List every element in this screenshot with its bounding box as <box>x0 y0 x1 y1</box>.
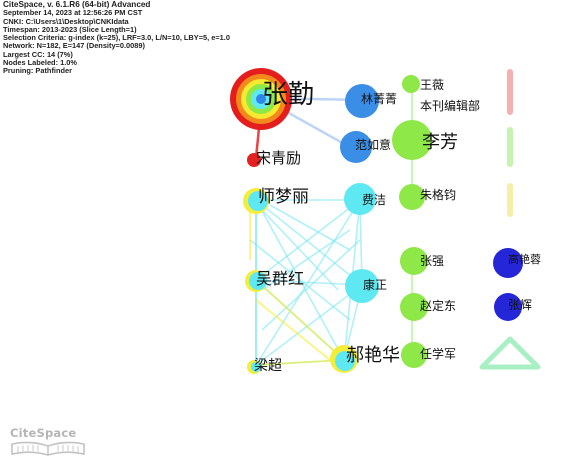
node-wu-qunhong[interactable] <box>245 270 267 292</box>
node-zhang-hui[interactable] <box>494 293 522 321</box>
logo-text: CiteSpace <box>10 426 77 440</box>
label-li-fang: 李芳 <box>422 132 458 153</box>
misc-edges <box>254 69 541 370</box>
run-info-panel: CiteSpace, v. 6.1.R6 (64-bit) Advanced S… <box>3 0 230 76</box>
label-liang-chao: 梁超 <box>254 358 282 374</box>
info-line-timespan: Timespan: 2013-2023 (Slice Length=1) <box>3 24 137 34</box>
node-gao-yanrong[interactable] <box>493 248 523 278</box>
label-wang-wei: 王薇 <box>420 78 444 92</box>
label-kang-zheng: 康正 <box>363 277 387 292</box>
node-shi-mengli[interactable] <box>243 188 269 214</box>
info-line-version: CiteSpace, v. 6.1.R6 (64-bit) Advanced <box>3 0 151 9</box>
logo-book-icon <box>11 441 85 456</box>
label-hao-yanhua: 郝艳华 <box>346 345 400 366</box>
label-wu-qunhong: 吴群红 <box>256 269 304 288</box>
node-li-fang[interactable] <box>392 120 432 160</box>
label-zhang-qiang: 张强 <box>420 254 444 268</box>
yellow-edges <box>249 210 345 366</box>
node-zhang-qiang[interactable] <box>400 247 428 275</box>
info-line-pruning: Pruning: Pathfinder <box>3 66 72 76</box>
node-fei-jie[interactable] <box>344 183 376 215</box>
node-song-qingli[interactable] <box>247 153 261 167</box>
info-line-largest-cc: Largest CC: 14 (7%) <box>3 49 73 59</box>
label-fei-jie: 费洁 <box>362 193 386 207</box>
node-zhu-gejun[interactable] <box>399 184 425 210</box>
label-gao-yanrong: 高艳蓉 <box>508 252 541 266</box>
label-lin-jingjing: 林菁菁 <box>361 92 397 106</box>
node-lin-jingjing[interactable] <box>345 84 379 118</box>
label-ren-xuejun: 任学军 <box>420 346 456 361</box>
node-zhang-qin[interactable] <box>230 68 292 130</box>
label-zhang-hui: 张辉 <box>508 298 532 312</box>
label-shi-mengli: 师梦丽 <box>258 187 309 207</box>
label-zhang-qin: 张勤 <box>262 80 314 110</box>
node-kang-zheng[interactable] <box>345 269 379 303</box>
info-line-criteria: Selection Criteria: g-index (k=25), LRF=… <box>3 33 230 43</box>
info-line-date: September 14, 2023 at 12:56:26 PM CST <box>3 8 143 18</box>
node-hao-yanhua[interactable] <box>330 345 358 373</box>
label-fan-ruyi: 范如意 <box>355 137 391 152</box>
label-benkan: 本刊编辑部 <box>420 98 480 113</box>
info-line-source: CNKI: C:\Users\1\Desktop\CNKIdata <box>3 16 129 26</box>
info-line-network: Network: N=182, E=147 (Density=0.0089) <box>3 41 145 51</box>
label-song-qingli: 宋青励 <box>256 149 301 167</box>
node-liang-chao[interactable] <box>247 360 261 374</box>
node-zhao-dingdong[interactable] <box>400 293 428 321</box>
node-fan-ruyi[interactable] <box>340 131 372 163</box>
node-ren-xuejun[interactable] <box>401 342 427 368</box>
citespace-logo: CiteSpace <box>8 426 98 456</box>
info-line-labeled: Nodes Labeled: 1.0% <box>3 58 77 68</box>
label-zhao-dingdong: 赵定东 <box>420 298 456 313</box>
node-wang-wei[interactable] <box>402 75 420 93</box>
label-zhu-gejun: 朱格钧 <box>420 187 456 202</box>
